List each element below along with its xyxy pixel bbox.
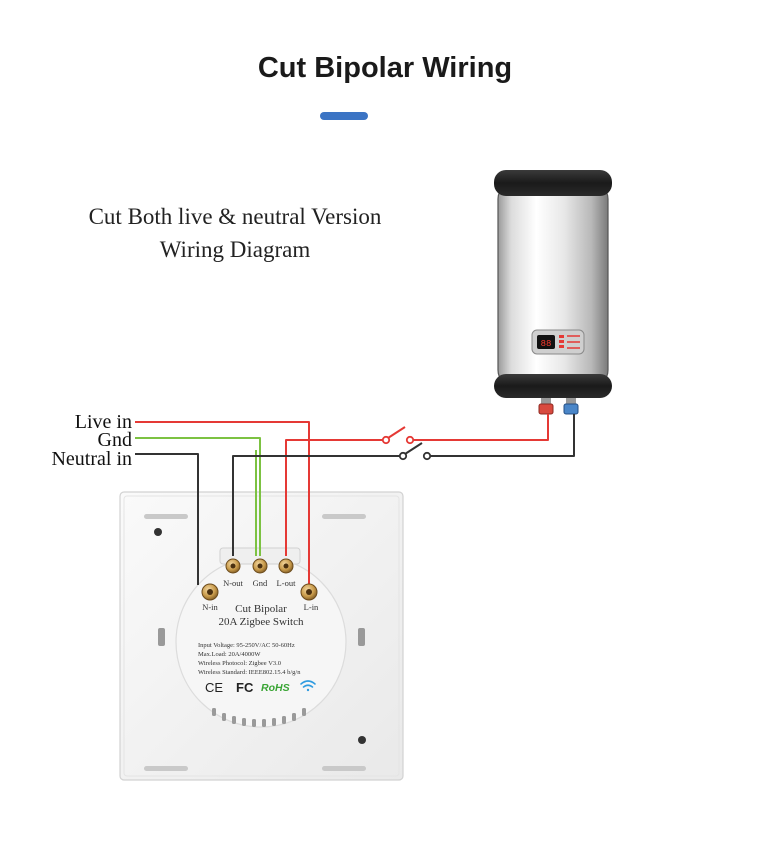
heater-pipe-blue bbox=[563, 398, 579, 415]
side-notch-left bbox=[158, 628, 165, 646]
terminals bbox=[201, 558, 318, 601]
fc-mark: FC bbox=[236, 680, 254, 695]
plate-slot-bottom-right bbox=[322, 766, 366, 771]
switch-plate bbox=[119, 491, 404, 781]
gnd-wire bbox=[135, 437, 261, 556]
plate-slot-top-right bbox=[322, 514, 366, 519]
neutral-out-wire bbox=[232, 455, 400, 556]
neutral-in-label: Neutral in bbox=[51, 448, 132, 470]
page-title: Cut Bipolar Wiring bbox=[257, 52, 513, 84]
heater-bottom-cap bbox=[494, 374, 612, 398]
wires bbox=[135, 414, 575, 585]
plate-slot-bottom-left bbox=[144, 766, 188, 771]
spec-load: Max.Load: 20A/4000W bbox=[198, 651, 261, 658]
gnd-label: Gnd bbox=[98, 429, 132, 451]
heater-pipe-red bbox=[538, 398, 554, 415]
label-l-out: L-out bbox=[277, 578, 297, 588]
label-n-in: N-in bbox=[202, 602, 218, 612]
screw-hole-top bbox=[154, 528, 162, 536]
module-name-line1: Cut Bipolar bbox=[235, 603, 287, 615]
diagram-subtitle: Cut Both live & neutral Version Wiring D… bbox=[35, 200, 435, 266]
neutral-switch-icon bbox=[398, 442, 432, 461]
heater-body bbox=[497, 182, 609, 387]
neutral-switch-to-heater bbox=[430, 414, 575, 457]
subtitle-line-1: Cut Both live & neutral Version bbox=[88, 204, 382, 229]
module-vent-slots bbox=[212, 708, 306, 727]
title-underline-accent bbox=[320, 112, 368, 120]
label-n-out: N-out bbox=[223, 578, 243, 588]
live-switch-icon bbox=[381, 426, 415, 445]
water-heater: 88 bbox=[494, 170, 612, 415]
live-in-label: Live in bbox=[75, 411, 132, 433]
digital-display-icon: 88 bbox=[531, 329, 585, 355]
neutral-in-wire bbox=[135, 453, 199, 585]
spec-voltage: Input Voltage: 95-250V/AC 50-60Hz bbox=[198, 642, 295, 649]
label-l-in: L-in bbox=[304, 602, 319, 612]
live-in-wire bbox=[135, 421, 310, 585]
subtitle-line-2: Wiring Diagram bbox=[159, 237, 311, 262]
rohs-mark: RoHS bbox=[261, 682, 290, 694]
screw-hole-bottom bbox=[358, 736, 366, 744]
spec-standard: Wireless Standard: IEEE802.15.4 b/g/n bbox=[198, 669, 301, 676]
plate-slot-top-left bbox=[144, 514, 188, 519]
heater-top-cap bbox=[494, 170, 612, 196]
side-notch-right bbox=[358, 628, 365, 646]
live-switch-to-heater bbox=[413, 414, 549, 441]
ce-mark: CE bbox=[205, 680, 223, 695]
module-name-line2: 20A Zigbee Switch bbox=[219, 616, 304, 628]
svg-text:88: 88 bbox=[541, 339, 552, 349]
live-out-wire bbox=[285, 439, 383, 556]
spec-protocol: Wireless Photocol: Zigbee V3.0 bbox=[198, 660, 281, 667]
label-gnd: Gnd bbox=[253, 578, 268, 588]
wifi-icon bbox=[300, 680, 316, 692]
